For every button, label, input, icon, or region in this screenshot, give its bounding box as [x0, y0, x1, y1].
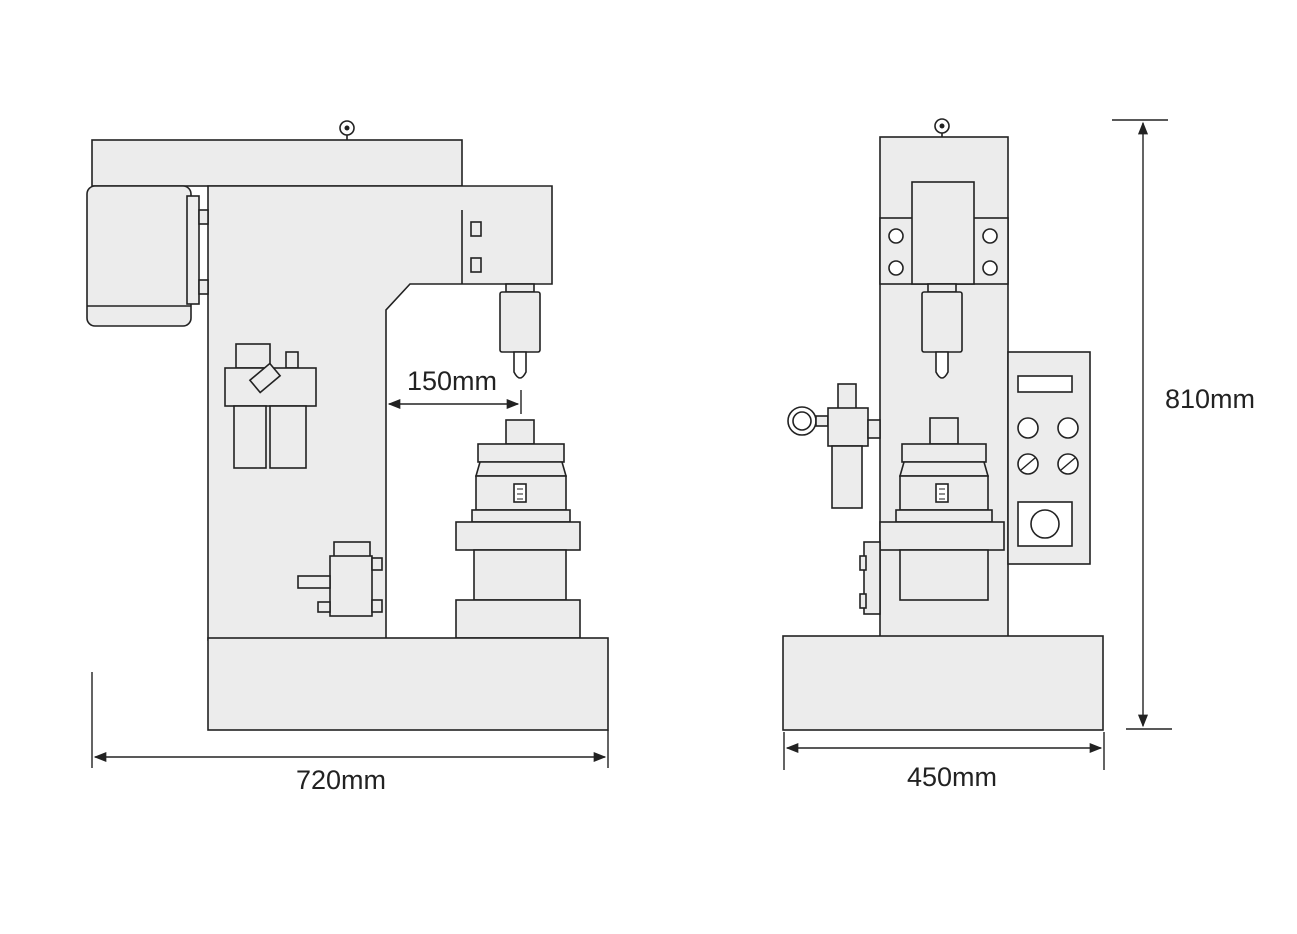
dim-label-720: 720mm: [296, 765, 386, 795]
front-lifting-eye: [934, 118, 950, 137]
dim-label-450: 450mm: [907, 762, 997, 792]
panel-knob-1: [1017, 417, 1039, 439]
side-spindle-head: [461, 210, 482, 284]
side-probe: [499, 283, 541, 379]
side-top-beam: [91, 139, 463, 187]
display-window: [1017, 375, 1073, 393]
front-head-block: [879, 181, 1009, 285]
side-view: [86, 120, 609, 731]
side-lifting-eye: [339, 120, 355, 140]
dimension-810: 810mm: [1112, 119, 1255, 730]
panel-knob-2: [1057, 417, 1079, 439]
side-base: [207, 637, 609, 731]
dimension-450: 450mm: [783, 732, 1105, 792]
side-chuck: [455, 419, 581, 639]
dim-label-810: 810mm: [1165, 384, 1255, 414]
dimension-150: 150mm: [387, 366, 522, 414]
front-control-panel: [1007, 351, 1091, 565]
side-air-filter: [224, 343, 317, 469]
dimension-720: 720mm: [91, 672, 609, 795]
side-valve: [297, 541, 383, 617]
front-probe: [921, 283, 963, 379]
start-button-icon: [1030, 509, 1060, 539]
dim-label-150: 150mm: [407, 366, 497, 396]
front-view: [782, 118, 1104, 731]
front-base: [782, 635, 1104, 731]
side-motor: [86, 185, 209, 327]
front-chuck: [879, 417, 1005, 601]
front-side-valve: [859, 541, 881, 615]
front-pressure-gauge: [787, 383, 881, 509]
